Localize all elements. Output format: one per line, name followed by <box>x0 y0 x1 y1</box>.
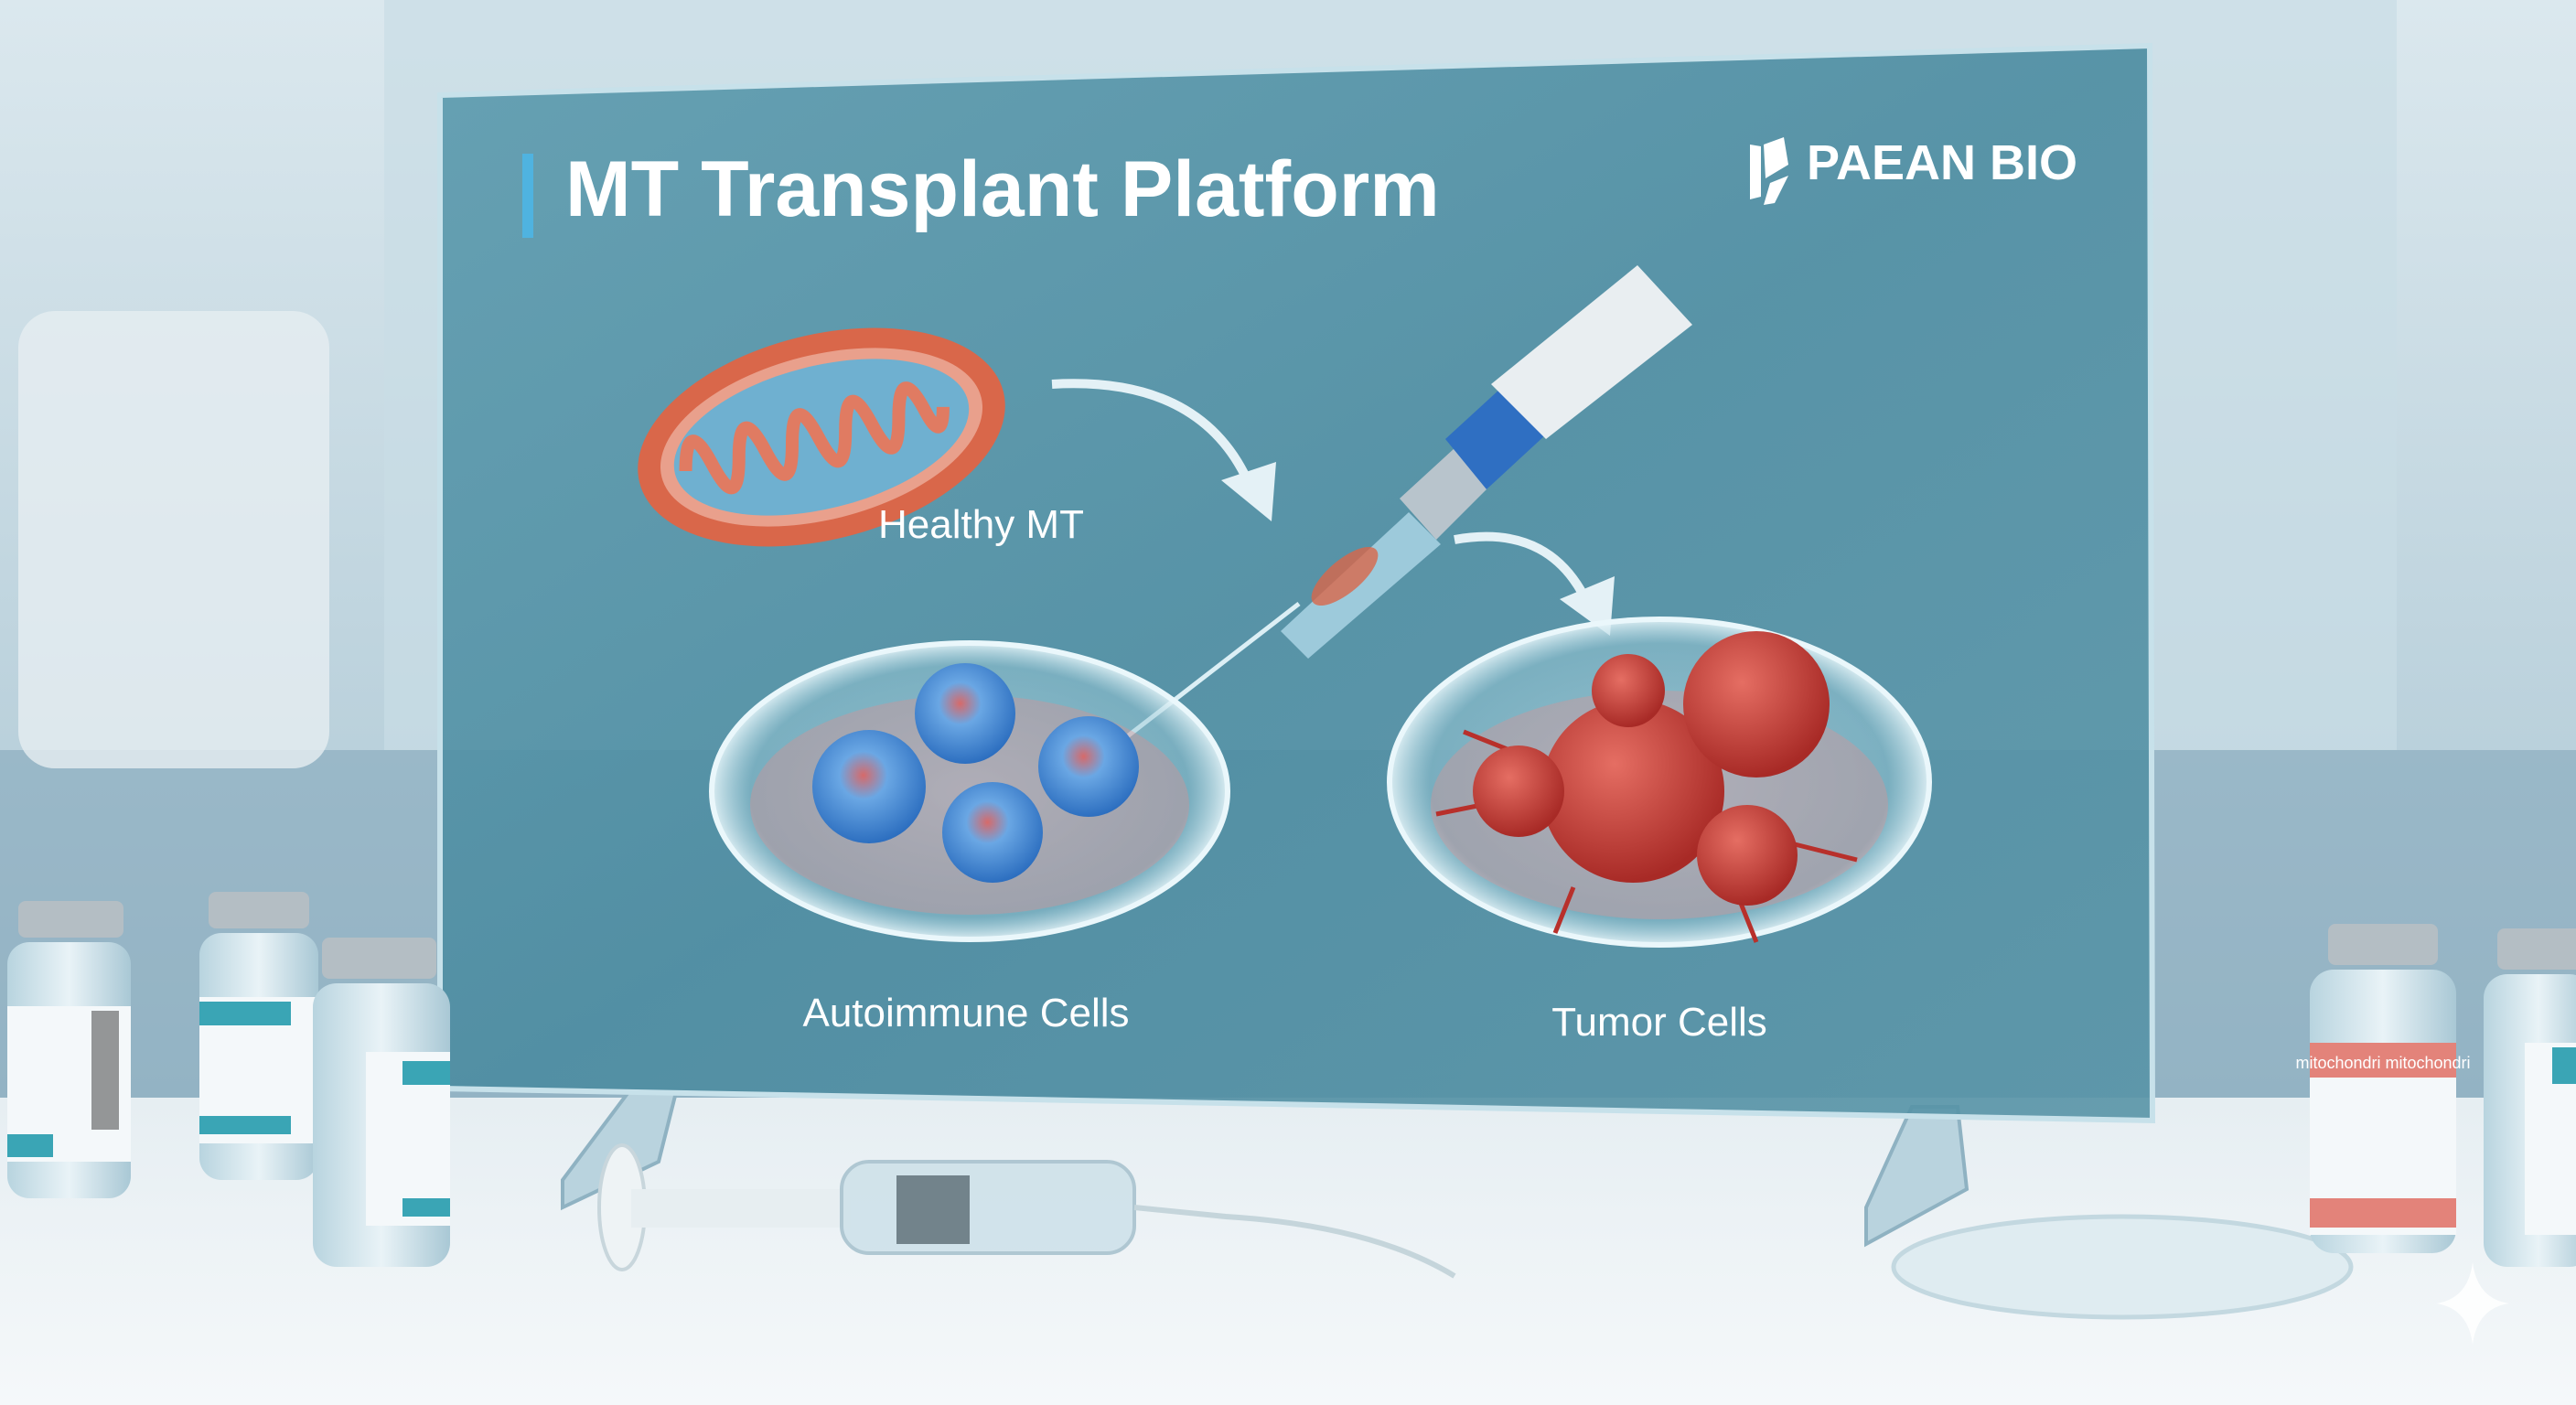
vials-right: mitochondri mitochondri <box>2295 924 2576 1267</box>
mitochondrion-illustration <box>638 327 1005 547</box>
sparkle-watermark-icon <box>2436 1262 2509 1345</box>
vial-label-text: mitochondri mitochondri <box>2295 1054 2470 1072</box>
vial <box>199 892 318 1180</box>
vial: mitochondri mitochondri <box>2295 924 2471 1253</box>
arrow-to-left-dish-icon <box>1051 379 1276 521</box>
logo-text: PAEAN BIO <box>1807 135 2077 190</box>
display-panel: MT Transplant Platform PAEAN BIO Healthy… <box>437 42 2156 1124</box>
petri-dish-tumor <box>1387 617 1932 948</box>
healthy-mt-label: Healthy MT <box>878 502 1084 547</box>
microscope-blur <box>18 311 329 768</box>
autoimmune-cells <box>812 663 1139 883</box>
tumor-cells <box>1435 729 1858 943</box>
autoimmune-cells-label: Autoimmune Cells <box>802 991 1129 1035</box>
petri-dish-autoimmune <box>709 640 1230 942</box>
vial <box>2484 928 2576 1267</box>
syringe-on-table <box>597 1143 1456 1279</box>
injector-pipette-illustration <box>1096 265 1692 761</box>
panel-title: MT Transplant Platform <box>565 145 1440 233</box>
vial <box>7 901 131 1198</box>
title-accent-bar <box>522 154 533 238</box>
empty-petri-dish <box>1891 1214 2354 1320</box>
tumor-cells-label: Tumor Cells <box>1551 1000 1767 1045</box>
vials-left <box>7 892 450 1267</box>
paean-bio-logo: PAEAN BIO <box>1750 135 2077 205</box>
vial <box>313 938 450 1267</box>
paean-logo-mark-icon <box>1750 137 1788 205</box>
